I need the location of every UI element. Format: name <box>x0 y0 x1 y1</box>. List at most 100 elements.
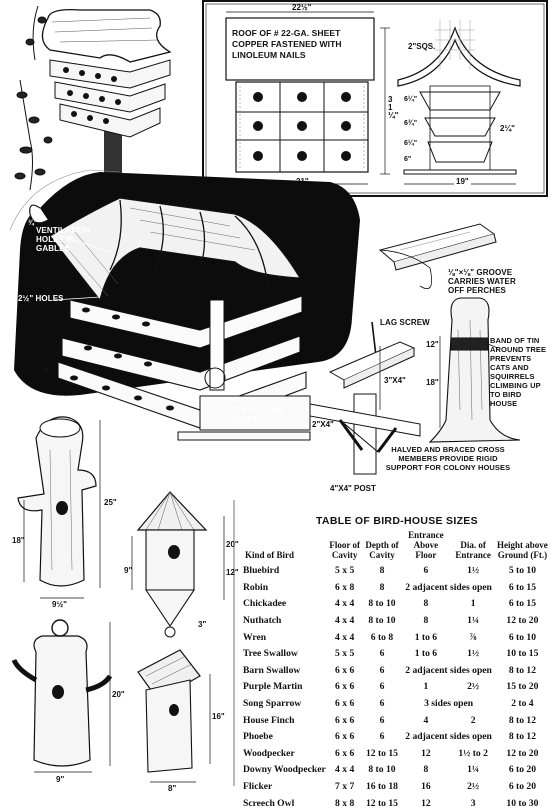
table-row: Robin 6 x 8 8 2 adjacent sides open 6 to 15 <box>241 580 549 597</box>
log-house <box>17 416 97 587</box>
cell-floor: 4 x 4 <box>335 615 355 627</box>
cell-bird: Screech Owl <box>243 797 295 809</box>
cell-entrance: 8 <box>423 598 429 610</box>
dim-gourd-20: 20" <box>226 540 239 549</box>
dim-height: 31¼" <box>388 95 399 120</box>
cell-span: 3 sides open <box>424 698 474 710</box>
cell-bird: Song Sparrow <box>243 698 302 710</box>
post-label: 4"X4" POST <box>330 484 376 493</box>
cell-depth: 12 to 15 <box>365 747 398 759</box>
cell-height: 12 to 20 <box>506 747 539 759</box>
roof-note: ROOF OF # 22-GA. SHEET COPPER FASTENED W… <box>232 28 342 60</box>
cell-floor: 6 x 8 <box>335 581 355 593</box>
dim-squares: 2"SQS. <box>408 42 436 51</box>
vent-label: VENTILATION HOLES IN GABLES <box>36 226 90 253</box>
lag-screw-label: LAG SCREW <box>380 318 430 327</box>
cell-floor: 6 x 6 <box>335 714 355 726</box>
groove-label: ⅛"×⅛" GROOVE CARRIES WATER OFF PERCHES <box>448 268 516 295</box>
cell-floor: 4 x 4 <box>335 598 355 610</box>
cell-floor: 4 x 4 <box>335 631 355 643</box>
cell-depth: 16 to 18 <box>365 781 398 793</box>
cell-entrance: 4 <box>423 714 429 726</box>
cell-height: 15 to 20 <box>506 681 539 693</box>
cell-dia: 1½ to 2 <box>458 747 488 759</box>
dim-log-height: 25" <box>104 498 117 507</box>
branch-house <box>33 635 91 767</box>
dim-gourd-3: 3" <box>198 620 207 629</box>
cell-dia: 3 <box>470 797 476 809</box>
cell-depth: 6 <box>379 698 385 710</box>
dim-perch: 2¼" <box>500 124 515 133</box>
cell-entrance: 8 <box>423 615 429 627</box>
cell-span: 2 adjacent sides open <box>405 581 492 593</box>
cell-floor: 7 x 7 <box>335 781 355 793</box>
cell-height: 6 to 20 <box>508 764 536 776</box>
cell-bird: Chickadee <box>243 598 287 610</box>
cell-bird: Purple Martin <box>243 681 303 693</box>
cell-height: 6 to 15 <box>508 598 536 610</box>
slant-house <box>137 649 201 701</box>
cell-bird: Downy Woodpecker <box>243 764 326 776</box>
dim-shelf-d: 6" <box>404 156 412 163</box>
cell-height: 12 to 20 <box>506 615 539 627</box>
cell-entrance: 16 <box>421 781 431 793</box>
tin-band-label: BAND OF TIN AROUND TREE PREVENTS CATS AN… <box>490 336 547 408</box>
cell-depth: 8 <box>379 581 385 593</box>
cell-depth: 8 to 10 <box>368 764 396 776</box>
cell-depth: 6 <box>379 731 385 743</box>
cell-dia: 1¼ <box>467 764 480 776</box>
dim-log-entrance: 18" <box>12 536 25 545</box>
cell-dia: 1 <box>470 598 476 610</box>
dim-bottom-width: 21" <box>294 177 311 186</box>
cell-dia: 2 <box>470 714 476 726</box>
cell-bird: Bluebird <box>243 565 280 577</box>
cutaway-black-bg <box>14 172 360 396</box>
cell-depth: 6 to 8 <box>370 631 394 643</box>
cell-height: 10 to 30 <box>506 797 539 809</box>
dim-branch-width: 9" <box>56 775 65 784</box>
bird-house-table: Kind of Bird Floor of Cavity Depth of Ca… <box>241 530 549 812</box>
cell-depth: 8 to 10 <box>368 598 396 610</box>
dim-top-width: 22½" <box>292 3 312 12</box>
cell-height: 8 to 12 <box>508 731 536 743</box>
dim-shelf-c: 6¼" <box>404 140 418 147</box>
col-floor: Floor of Cavity <box>329 540 360 560</box>
dim-slant-8: 8" <box>168 784 177 793</box>
dim-slant-16: 16" <box>212 712 225 721</box>
cell-entrance: 1 to 6 <box>414 631 438 643</box>
cell-depth: 12 to 15 <box>365 797 398 809</box>
col-depth: Depth of Cavity <box>365 540 399 560</box>
vent-shaft <box>209 299 225 391</box>
holes-label: 2½" HOLES <box>18 294 64 303</box>
cell-span: 2 adjacent sides open <box>405 664 492 676</box>
dim-12: 12" <box>426 340 439 349</box>
cell-bird: Barn Swallow <box>243 664 301 676</box>
cell-height: 6 to 15 <box>508 581 536 593</box>
cell-entrance: 1 to 6 <box>414 648 438 660</box>
gourd-house <box>136 491 208 531</box>
cell-height: 5 to 10 <box>508 565 536 577</box>
cell-entrance: 1 <box>423 681 429 693</box>
cell-floor: 4 x 4 <box>335 764 355 776</box>
cell-entrance: 8 <box>423 764 429 776</box>
dim-gourd-9: 9" <box>124 566 133 575</box>
cell-floor: 6 x 6 <box>335 681 355 693</box>
cell-dia: 2½ <box>467 781 480 793</box>
cell-height: 6 to 20 <box>508 781 536 793</box>
table-header-row: Kind of Bird Floor of Cavity Depth of Ca… <box>241 530 549 563</box>
cell-bird: Robin <box>243 581 269 593</box>
dim-gourd-12: 12" <box>226 568 239 577</box>
cell-bird: House Finch <box>243 714 295 726</box>
shaft-label: VENTILATING SHAFT <box>230 406 284 424</box>
cell-bird: Woodpecker <box>243 747 295 759</box>
cell-bird: Phoebe <box>243 731 273 743</box>
cell-depth: 6 <box>379 714 385 726</box>
